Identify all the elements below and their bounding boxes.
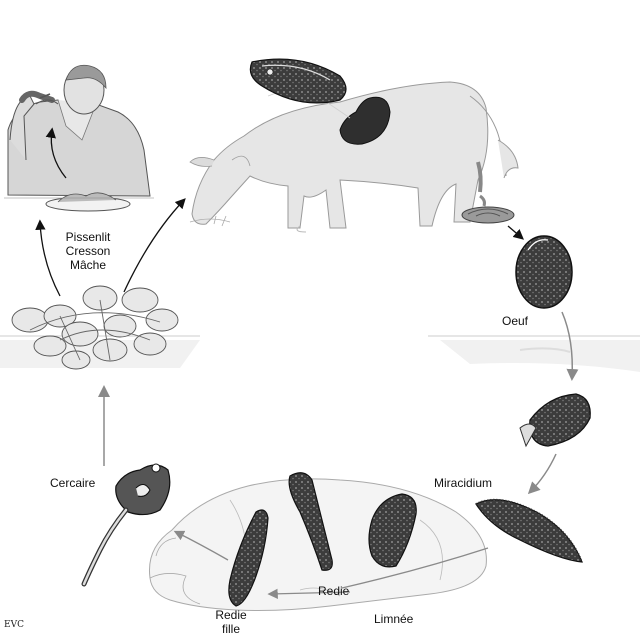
daughter-redia-label-line2: fille	[221, 622, 240, 636]
daughter-redia-label-line1: Redie	[215, 608, 247, 622]
egg-label: Oeuf	[502, 314, 529, 328]
plant-name-lambs-lettuce: Mâche	[69, 258, 107, 272]
plant-name-watercress: Cresson	[65, 244, 111, 258]
miracidium-hatching	[519, 393, 591, 448]
cercaria-label: Cercaire	[50, 476, 96, 490]
cercaria-larva	[81, 463, 171, 587]
miracidium-label: Miracidium	[434, 476, 493, 490]
human-figure	[7, 64, 151, 197]
adult-fluke	[249, 58, 347, 104]
cycle-arrows	[35, 127, 579, 600]
artist-signature: EVC	[4, 620, 24, 630]
plant-names-label: Pissenlit Cresson Mâche	[58, 230, 118, 272]
cow-host	[189, 81, 519, 233]
redie-larvae	[288, 472, 417, 571]
daughter-redie	[228, 509, 269, 607]
plant-name-dandelion: Pissenlit	[65, 230, 111, 244]
watercress-plants	[11, 285, 179, 370]
redia-label: Redie	[318, 584, 350, 598]
daughter-redia-label: Redie fille	[206, 608, 256, 636]
salad-plate	[4, 192, 154, 212]
egg-stage	[515, 235, 573, 309]
snail-label: Limnée	[374, 612, 414, 626]
miracidium-larva	[475, 498, 583, 563]
dung-pile	[461, 206, 515, 224]
